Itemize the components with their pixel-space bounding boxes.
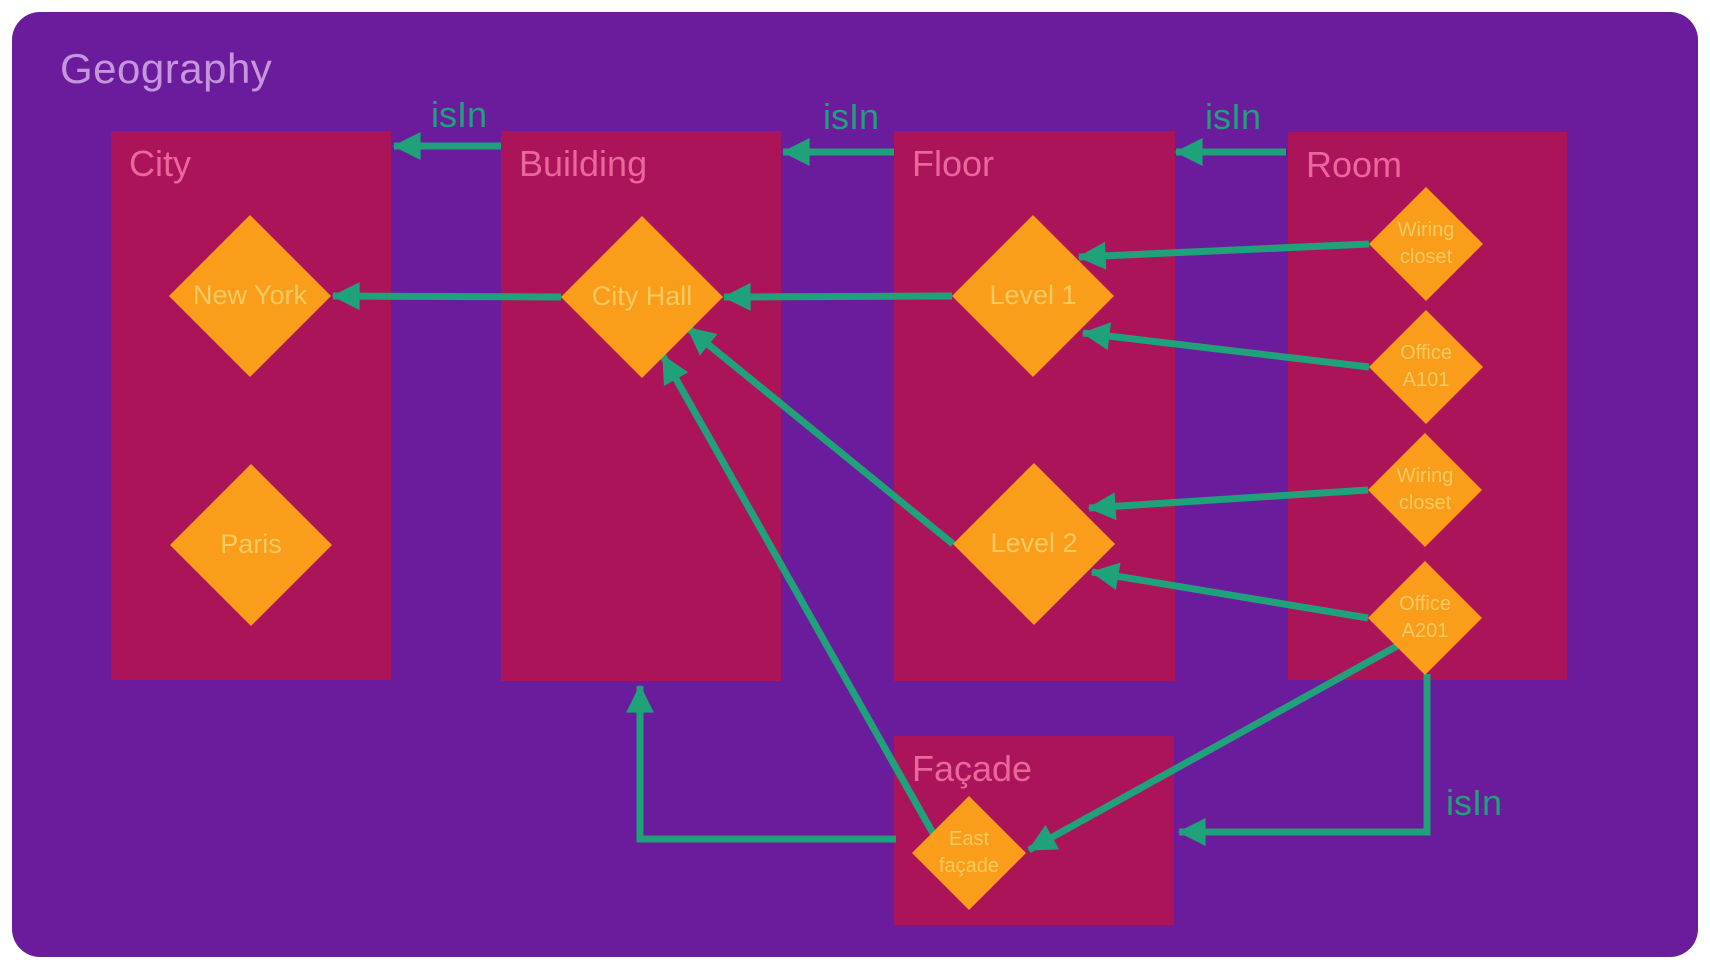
box-floor: Floor (894, 131, 1175, 681)
box-building-title: Building (519, 143, 648, 184)
box-room: Room (1288, 132, 1567, 680)
box-facade: Façade (894, 736, 1174, 925)
box-facade-title: Façade (912, 748, 1033, 789)
box-room-title: Room (1306, 144, 1403, 185)
container-title: Geography (60, 45, 273, 92)
box-city: City (111, 131, 391, 680)
box-floor-title: Floor (912, 143, 995, 184)
box-city-title: City (129, 143, 191, 184)
box-building: Building (501, 131, 781, 681)
